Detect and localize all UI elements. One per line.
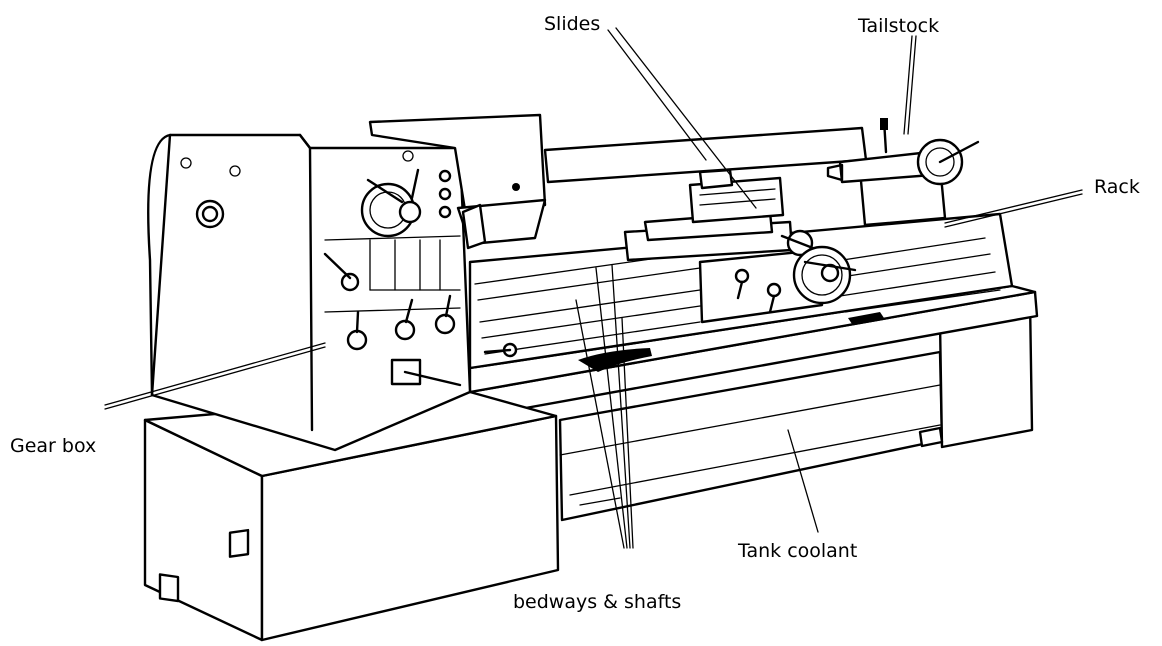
label-tailstock: Tailstock xyxy=(857,15,939,37)
label-slides: Slides xyxy=(544,13,600,35)
label-gear-box: Gear box xyxy=(10,435,96,457)
tool-post xyxy=(688,176,785,224)
label-rack: Rack xyxy=(1094,176,1140,198)
lathe-illustration xyxy=(143,113,1039,642)
leader-lines xyxy=(104,27,1083,549)
carriage xyxy=(698,248,824,324)
label-bedways-shafts: bedways & shafts xyxy=(513,591,681,613)
label-tank-coolant: Tank coolant xyxy=(737,540,857,562)
